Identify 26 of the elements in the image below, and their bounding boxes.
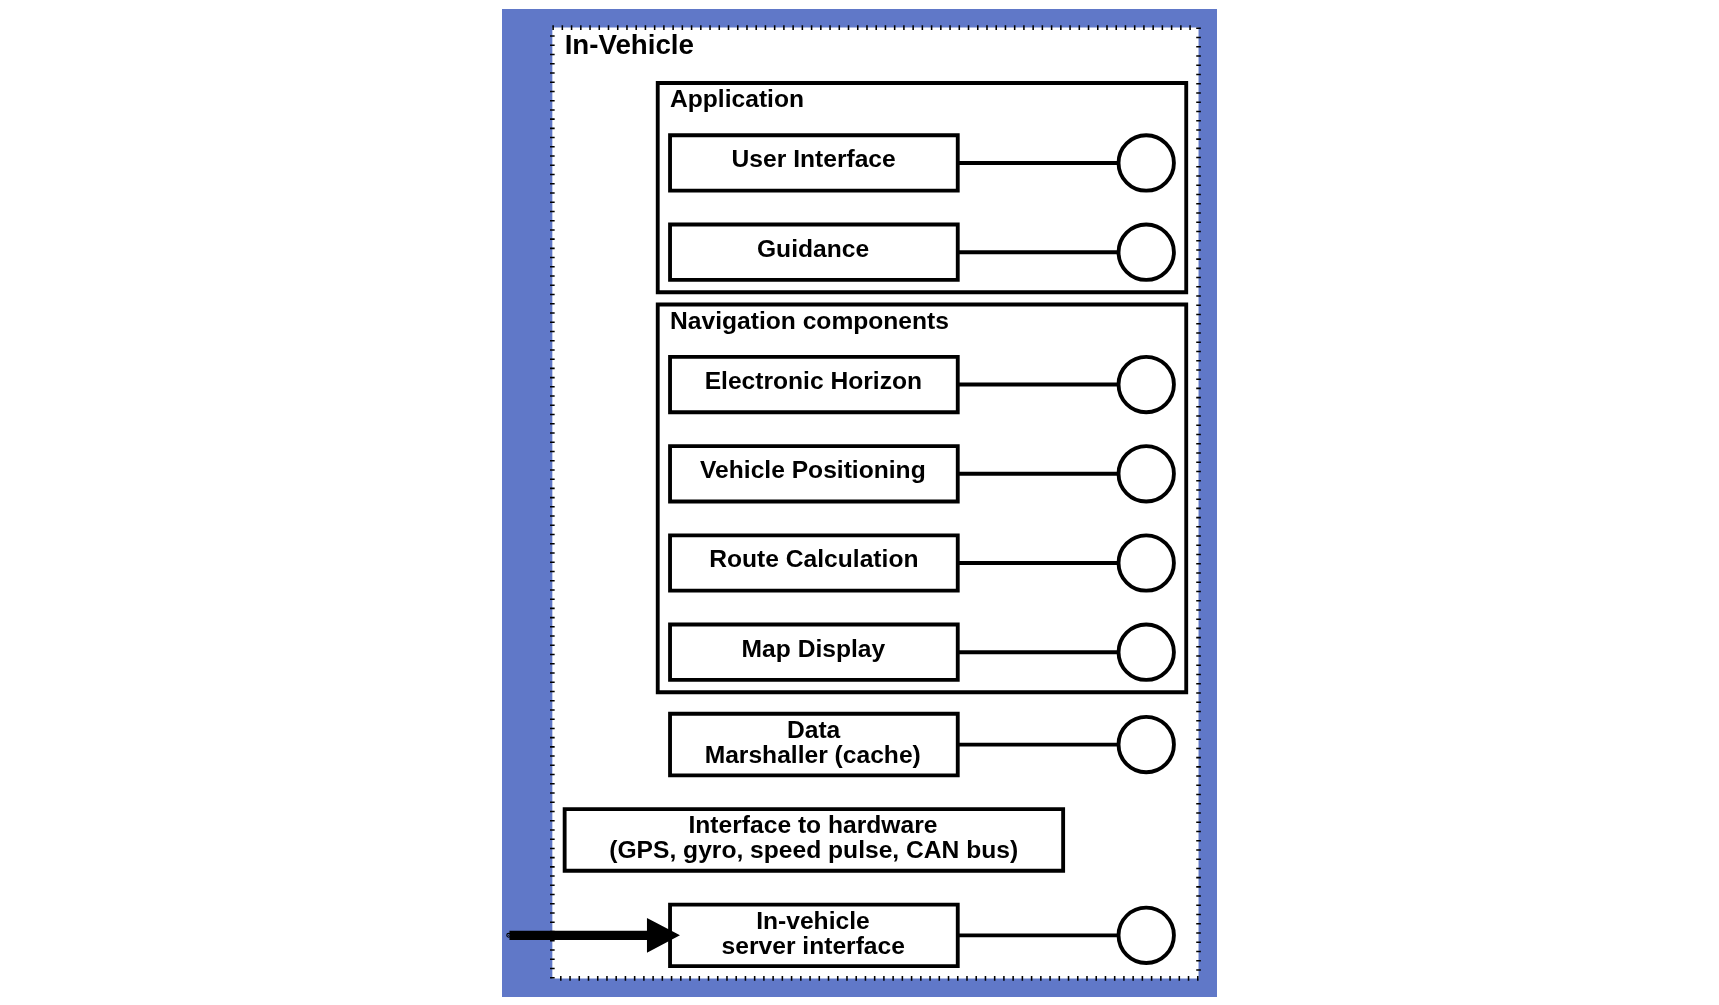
node-box: Guidance [668,222,960,282]
node-box: Route Calculation [668,532,960,593]
connector [957,932,1119,937]
node-circle [1116,354,1176,414]
node-circle [1116,714,1176,774]
node-circle [1116,532,1176,593]
node-box: Interface to hardware (GPS, gyro, speed pulse, CAN bus) [562,806,1066,873]
node-circle [1116,132,1176,193]
connector [957,742,1119,746]
node-box: Data Marshaller (cache) [668,711,960,777]
connector [957,649,1119,654]
connector [957,249,1119,254]
arrow [509,917,680,953]
node-box: Electronic Horizon [668,354,960,414]
node-circle [1116,443,1176,503]
node-circle [1116,622,1176,682]
node-box: Map Display [668,622,960,682]
connector [957,382,1119,386]
node-box: Vehicle Positioning [668,443,960,503]
connector [957,160,1119,165]
node-circle [1116,905,1176,965]
connector [957,471,1119,476]
node-box: In-vehicle server interface [668,902,960,968]
node-circle [1116,222,1176,282]
node-box: User Interface [668,132,960,193]
connector [957,560,1119,565]
